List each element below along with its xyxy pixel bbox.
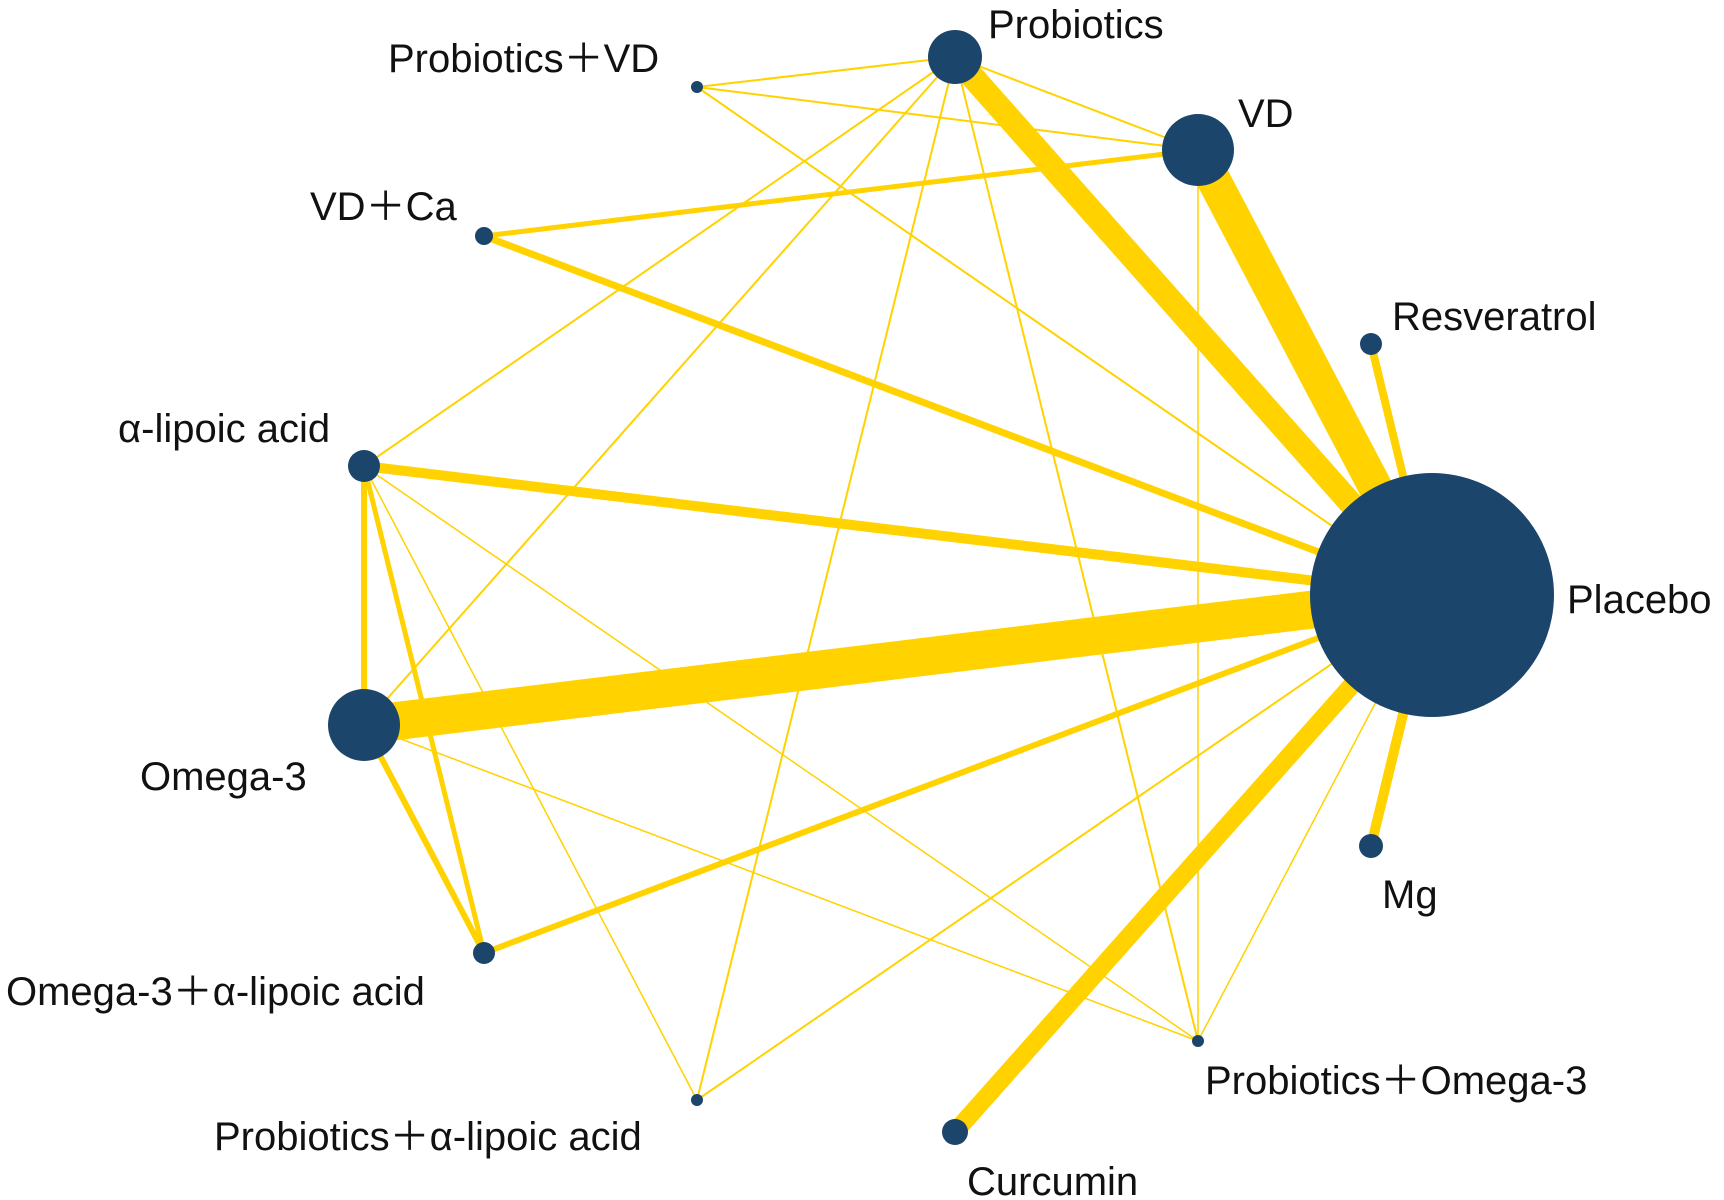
edge-vd_ca-placebo: [482, 232, 1434, 599]
label-probiotics: Probiotics: [988, 3, 1164, 47]
node-probiotics_lipoic: [691, 1094, 703, 1106]
edge-probiotics-probiotics_lipoic: [696, 56, 956, 1101]
edge-probiotics_vd-placebo: [696, 86, 1433, 596]
label-vd: VD: [1238, 92, 1294, 136]
node-vd_ca: [475, 227, 493, 245]
edge-omega3-placebo: [361, 576, 1435, 744]
label-probiotics-lipoic: Probiotics＋α-lipoic acid: [214, 1115, 642, 1159]
node-resveratrol: [1360, 333, 1382, 355]
edge-vd_ca-vd: [483, 147, 1199, 239]
node-omega3_lipoic: [473, 942, 495, 964]
label-probiotics-vd: Probiotics＋VD: [388, 37, 659, 81]
node-omega3: [328, 689, 400, 761]
node-lipoic: [348, 450, 380, 482]
edge-probiotics-vd: [954, 56, 1199, 151]
label-placebo: Placebo: [1567, 578, 1712, 622]
node-curcumin: [942, 1119, 968, 1145]
node-probiotics_omega3: [1192, 1035, 1204, 1047]
edge-probiotics_lipoic-placebo: [696, 594, 1433, 1101]
node-mg: [1359, 834, 1383, 858]
label-layer: Placebo Probiotics VD Probiotics＋VD VD＋C…: [6, 3, 1712, 1200]
edge-lipoic-probiotics_lipoic: [363, 465, 698, 1101]
edge-lipoic-probiotics_omega3: [363, 465, 1199, 1042]
edge-probiotics-probiotics_omega3: [954, 56, 1199, 1042]
edge-probiotics-omega3: [363, 56, 956, 726]
label-omega3-lipoic: Omega-3＋α-lipoic acid: [6, 970, 425, 1014]
edge-lipoic-omega3_lipoic: [361, 465, 487, 954]
edge-layer: [361, 49, 1448, 1138]
edge-omega3_lipoic-placebo: [482, 592, 1434, 956]
edge-omega3-omega3_lipoic: [361, 723, 487, 955]
node-probiotics: [928, 30, 982, 84]
label-omega3: Omega-3: [140, 755, 307, 799]
label-mg: Mg: [1382, 873, 1438, 917]
label-lipoic: α-lipoic acid: [118, 407, 330, 451]
label-vd-ca: VD＋Ca: [310, 185, 457, 229]
edge-probiotics-lipoic: [363, 56, 956, 467]
label-resveratrol: Resveratrol: [1392, 295, 1597, 339]
node-probiotics_vd: [691, 81, 703, 93]
edge-omega3-probiotics_omega3: [363, 724, 1199, 1042]
edge-lipoic-placebo: [363, 461, 1433, 600]
node-layer: [328, 30, 1554, 1145]
edge-probiotics_vd-probiotics: [696, 56, 956, 88]
label-probiotics-omega3: Probiotics＋Omega-3: [1205, 1059, 1587, 1103]
node-placebo: [1310, 473, 1554, 717]
node-vd: [1162, 114, 1234, 186]
label-curcumin: Curcumin: [967, 1160, 1138, 1200]
edge-probiotics_vd-vd: [696, 86, 1199, 151]
